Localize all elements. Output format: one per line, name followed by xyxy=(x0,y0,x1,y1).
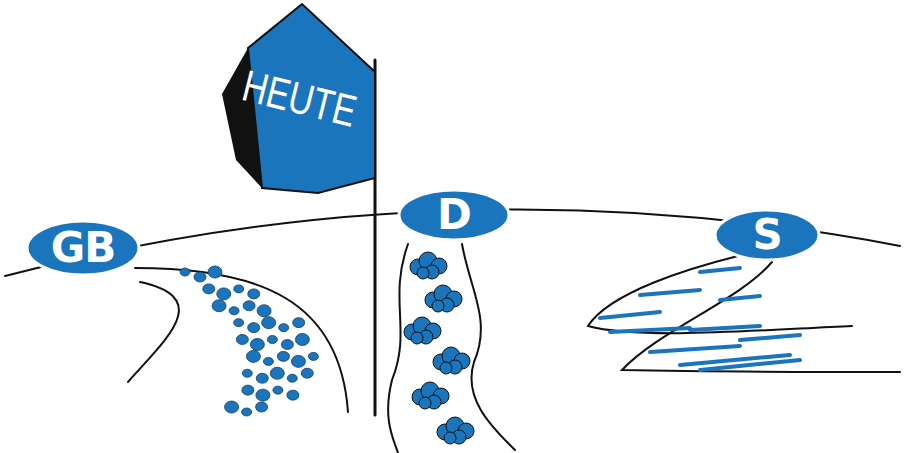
cobblestone xyxy=(256,373,268,383)
cobblestone xyxy=(242,408,252,416)
cobblestone xyxy=(273,386,283,394)
road-edge xyxy=(622,262,900,372)
grass-stroke xyxy=(740,335,800,340)
cobblestone xyxy=(257,305,271,317)
country-code: GB xyxy=(51,227,116,269)
cobblestone xyxy=(236,335,248,345)
cobblestone xyxy=(295,334,309,346)
grass-stroke xyxy=(720,296,760,300)
cobblestone xyxy=(208,266,222,278)
cobblestone xyxy=(180,268,190,276)
cobblestone xyxy=(243,301,255,311)
cobblestone xyxy=(229,307,239,315)
road-edge xyxy=(388,244,408,453)
country-oval: S xyxy=(713,208,821,262)
cobblestone xyxy=(301,368,313,378)
cobblestone xyxy=(293,318,305,328)
cobblestone xyxy=(194,272,206,282)
cobblestone xyxy=(263,357,273,365)
cobblestone xyxy=(287,374,297,382)
grass-stroke xyxy=(650,346,740,352)
cobblestone xyxy=(248,323,260,333)
grass-stroke xyxy=(640,290,700,295)
oval-fill xyxy=(715,210,819,260)
cobblestone xyxy=(287,390,299,400)
cobblestone xyxy=(212,300,226,312)
country-code: S xyxy=(752,214,781,256)
oval-fill xyxy=(399,190,509,240)
road-edge xyxy=(588,256,852,333)
cobblestone xyxy=(262,317,276,329)
cobblestone xyxy=(281,340,293,350)
grass-stroke xyxy=(600,312,660,318)
cobblestone xyxy=(248,289,260,299)
cobblestone xyxy=(256,389,270,401)
cobblestone xyxy=(279,324,289,332)
bush xyxy=(432,300,444,312)
grass-stroke xyxy=(610,328,690,332)
cobblestone xyxy=(203,284,215,294)
grass-stroke xyxy=(690,326,760,330)
cobblestone xyxy=(225,401,239,413)
country-oval: GB xyxy=(25,219,141,277)
cobblestone xyxy=(250,339,264,351)
cobblestone xyxy=(256,402,268,412)
cobblestone xyxy=(246,350,260,362)
grass-stroke xyxy=(700,360,800,370)
bush xyxy=(440,362,452,374)
cobblestone xyxy=(234,319,244,327)
bush xyxy=(444,432,456,444)
oval-fill xyxy=(27,221,139,275)
grass-stroke xyxy=(700,268,740,272)
bush xyxy=(411,332,423,344)
cobblestone xyxy=(217,288,231,300)
cobblestone xyxy=(234,285,244,293)
road-edge xyxy=(462,244,515,450)
country-oval: D xyxy=(397,188,511,242)
cobblestone xyxy=(242,385,254,395)
country-code: D xyxy=(437,194,471,236)
cobblestone xyxy=(242,369,252,377)
bush xyxy=(419,397,431,409)
bush xyxy=(417,267,429,279)
cobblestone xyxy=(277,351,289,361)
cobblestone xyxy=(270,367,284,379)
sign: HEUTE xyxy=(222,2,378,194)
cobblestone xyxy=(291,355,305,367)
cobblestone xyxy=(308,352,318,360)
cobblestone xyxy=(267,336,277,344)
road-edge xyxy=(128,282,179,382)
road-edge xyxy=(135,268,348,412)
